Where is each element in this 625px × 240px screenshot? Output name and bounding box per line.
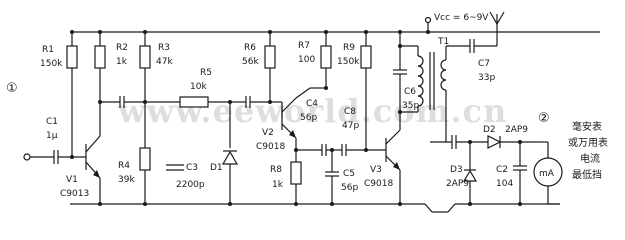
resistor-r9 xyxy=(360,32,372,150)
transistor-v3 xyxy=(385,112,401,204)
r5-value: 10k xyxy=(190,82,207,92)
d3-ref: D3 xyxy=(450,165,463,175)
ground-rail xyxy=(70,203,560,213)
c1-ref: C1 xyxy=(46,117,58,127)
v3-value: C9018 xyxy=(364,179,393,189)
diode-d2 xyxy=(487,135,502,149)
capacitor-c5 xyxy=(325,171,339,204)
c7-value: 33p xyxy=(478,73,495,83)
capacitor-output xyxy=(451,135,457,149)
r2-ref: R2 xyxy=(116,43,128,53)
r6-ref: R6 xyxy=(244,43,256,53)
watermark: www.eeworld.com.cn xyxy=(117,92,507,130)
resistor-r6 xyxy=(264,32,276,102)
transistor-v2 xyxy=(281,87,311,162)
resistor-r2 xyxy=(94,32,106,102)
d2-ref: D2 xyxy=(483,125,496,135)
d3-value: 2AP9 xyxy=(446,179,469,189)
c2-value: 104 xyxy=(496,179,513,189)
v2-value: C9018 xyxy=(256,142,285,152)
meter-note-line2: 或万用表 xyxy=(568,136,608,149)
resistor-r1 xyxy=(66,32,78,157)
capacitor-c6 xyxy=(393,69,407,112)
r7-ref: R7 xyxy=(298,41,310,51)
capacitor-c8 xyxy=(341,144,347,156)
transformer-t1 xyxy=(417,46,447,130)
r4-ref: R4 xyxy=(118,161,130,171)
v1-value: C9013 xyxy=(60,189,89,199)
c5-ref: C5 xyxy=(343,169,355,179)
meter-label: mA xyxy=(539,169,555,179)
antenna-icon xyxy=(489,11,505,25)
c4-value: 56p xyxy=(300,113,317,123)
capacitor-c2 xyxy=(513,165,527,204)
c8-value: 47p xyxy=(342,121,359,131)
r8-ref: R8 xyxy=(270,165,282,175)
c4-ref: C4 xyxy=(306,99,318,109)
c1-value: 1μ xyxy=(46,131,58,141)
r5-ref: R5 xyxy=(200,68,212,78)
resistor-r5 xyxy=(179,96,209,108)
meter-note-line3: 电流 xyxy=(580,152,600,165)
c6-value: 35p xyxy=(402,101,419,111)
resistor-r4 xyxy=(139,147,151,204)
r9-value: 150k xyxy=(337,57,360,67)
resistor-r7 xyxy=(320,32,332,88)
transistor-v1 xyxy=(85,102,101,204)
capacitor-c4 xyxy=(321,144,327,156)
capacitor-c7 xyxy=(469,39,475,53)
meter-note-line1: 毫安表 xyxy=(572,120,602,133)
input-marker: ① xyxy=(6,81,18,96)
d2-value: 2AP9 xyxy=(505,125,528,135)
meter-note-line4: 最低挡 xyxy=(572,168,602,181)
d1-ref: D1 xyxy=(210,163,223,173)
diode-d3 xyxy=(462,160,478,204)
c2-ref: C2 xyxy=(496,165,508,175)
output-marker: ② xyxy=(538,111,550,126)
capacitor-c3 xyxy=(166,164,184,171)
c3-ref: C3 xyxy=(186,163,198,173)
r9-ref: R9 xyxy=(343,43,355,53)
v1-ref: V1 xyxy=(66,175,78,185)
v2-ref: V2 xyxy=(262,128,274,138)
capacitor-c1 xyxy=(53,150,59,164)
r1-value: 150k xyxy=(40,59,63,69)
v3-ref: V3 xyxy=(370,165,382,175)
vcc-terminal xyxy=(424,16,432,24)
resistor-r8 xyxy=(290,161,302,204)
r8-value: 1k xyxy=(272,180,284,190)
junction-dots xyxy=(70,30,522,206)
resistor-r3 xyxy=(139,32,151,148)
c7-ref: C7 xyxy=(478,59,490,69)
input-terminal xyxy=(23,153,31,161)
diode-d1 xyxy=(221,150,239,204)
c8-ref: C8 xyxy=(344,107,356,117)
c3-value: 2200p xyxy=(176,180,205,190)
r2-value: 1k xyxy=(116,57,128,67)
c5-value: 56p xyxy=(341,183,358,193)
r3-value: 47k xyxy=(156,57,173,67)
r7-value: 100 xyxy=(298,55,315,65)
c6-ref: C6 xyxy=(404,87,416,97)
r1-ref: R1 xyxy=(42,45,54,55)
r3-ref: R3 xyxy=(158,43,170,53)
vcc-label: Vcc = 6~9V xyxy=(434,13,489,23)
t1-ref: T1 xyxy=(437,37,449,47)
r6-value: 56k xyxy=(242,57,259,67)
r4-value: 39k xyxy=(118,175,135,185)
